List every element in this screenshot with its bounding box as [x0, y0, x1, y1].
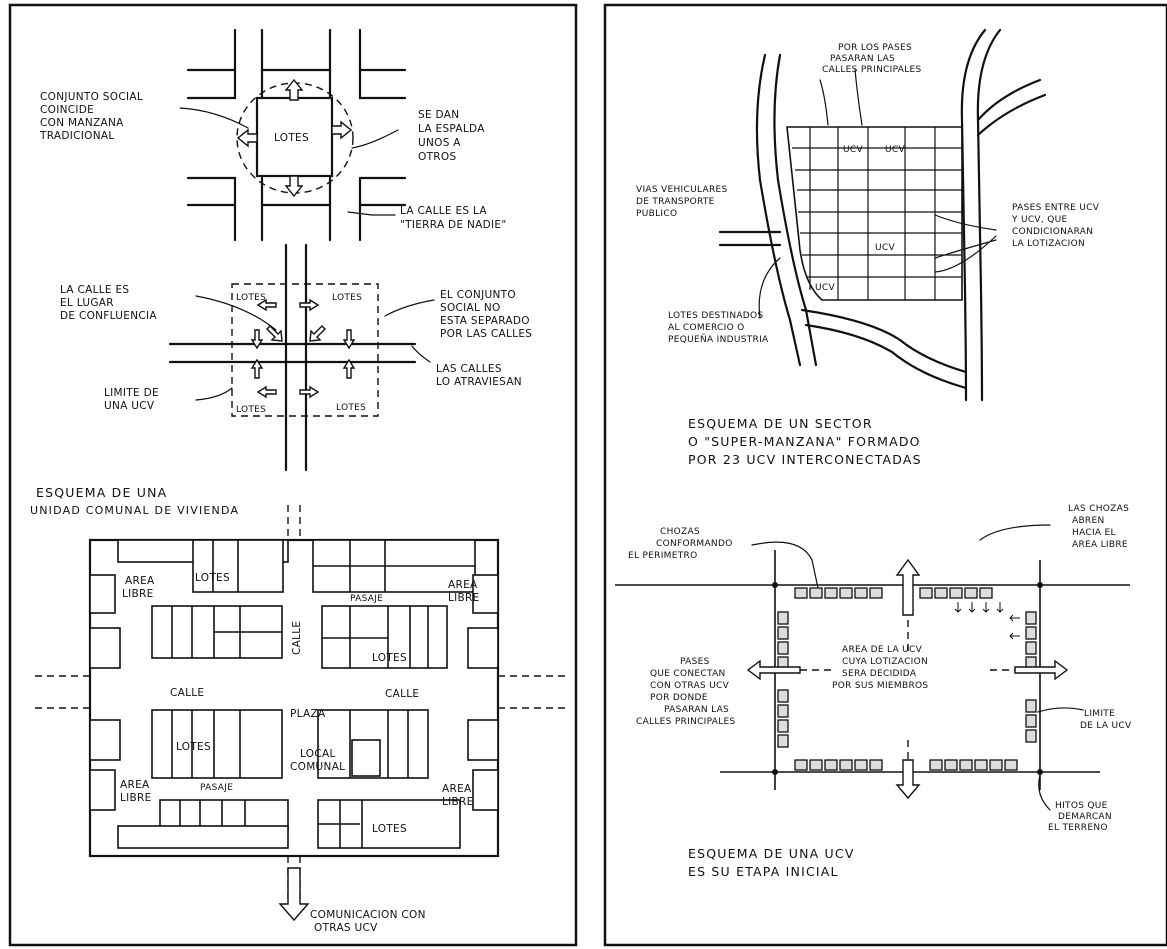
calle-right: CALLE	[385, 688, 419, 700]
label-tierra-de-nadie: LA CALLE ES LA"TIERRA DE NADIE"	[400, 205, 507, 231]
ucv-4: UCV	[815, 283, 835, 293]
lotes-plan-3: LOTES	[176, 741, 211, 753]
pasaje-bottom: PASAJE	[200, 783, 233, 793]
lotes-plan-2: LOTES	[372, 652, 407, 664]
lotes-sw: LOTES	[236, 405, 266, 415]
left-panel-frame	[8, 3, 578, 947]
ucv-2: UCV	[885, 145, 905, 155]
lotes-se: LOTES	[336, 403, 366, 413]
ucv-3: UCV	[875, 243, 895, 253]
lotes-ne: LOTES	[332, 293, 362, 303]
calle-left: CALLE	[170, 687, 204, 699]
lotes-plan-4: LOTES	[372, 823, 407, 835]
pasaje-top: PASAJE	[350, 594, 383, 604]
plaza-label: PLAZA	[290, 708, 326, 720]
lotes-nw: LOTES	[236, 293, 266, 303]
lotes-plan-1: LOTES	[195, 572, 230, 584]
ucv-1: UCV	[843, 145, 863, 155]
right-panel-frame	[603, 3, 1167, 947]
calle-vertical: CALLE	[291, 621, 303, 655]
label-lotes: LOTES	[274, 132, 309, 144]
